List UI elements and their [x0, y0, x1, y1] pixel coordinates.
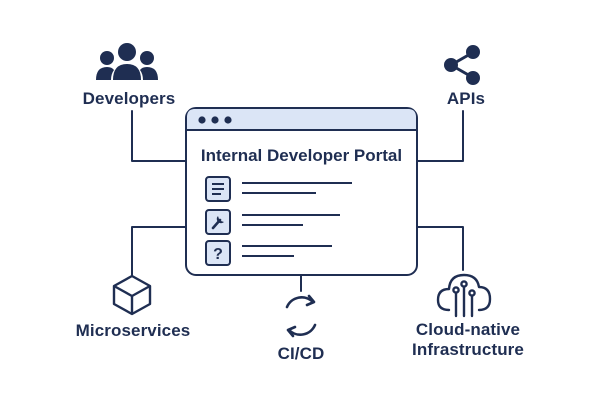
connector-developers [131, 110, 187, 162]
share-nodes-icon [444, 45, 480, 85]
connectors [131, 110, 464, 292]
portal-row-help: ? [205, 240, 332, 266]
cube-icon [112, 274, 152, 316]
question-mark-icon: ? [213, 246, 223, 263]
cloud-circuit-icon [436, 273, 492, 318]
developers-label: Developers [82, 89, 176, 108]
cloud-label-line1: Cloud-native [415, 320, 521, 339]
portal-titlebar [187, 109, 416, 130]
portal-row-tools [205, 209, 340, 235]
wrench-icon [211, 216, 224, 230]
portal-row-docs [205, 176, 352, 202]
microservices-label: Microservices [75, 321, 191, 340]
window-dot [211, 116, 219, 124]
window-dot [224, 116, 232, 124]
cycle-arrows-icon [285, 294, 317, 338]
cicd-label: CI/CD [277, 344, 325, 363]
people-group-icon [96, 43, 158, 80]
window-dot [198, 116, 206, 124]
connector-cloud [416, 226, 464, 271]
connector-apis [416, 110, 464, 162]
cloud-label-line2: Infrastructure [412, 340, 524, 359]
portal-window: ? [185, 107, 418, 276]
portal-title: Internal Developer Portal [200, 146, 403, 165]
apis-label: APIs [446, 89, 486, 108]
connector-microservices [131, 226, 187, 276]
